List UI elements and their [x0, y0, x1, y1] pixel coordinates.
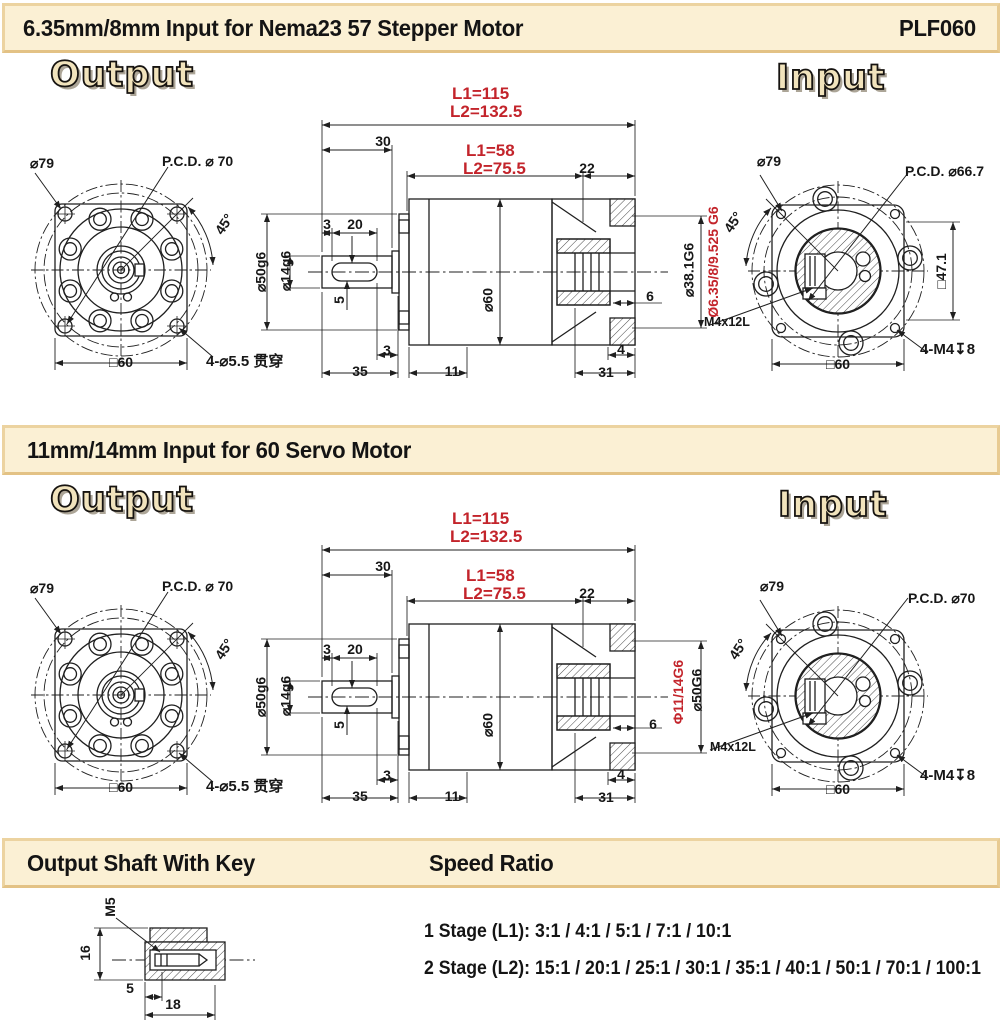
- dim-label: 6: [646, 288, 654, 304]
- dim-label: L1=115: [452, 509, 510, 528]
- dim-label: ⌀79: [30, 155, 55, 171]
- dim-label: M5: [102, 897, 118, 917]
- dim-label: 11: [444, 788, 460, 804]
- dim-label: P.C.D. ⌀ 70: [162, 153, 234, 169]
- dim-label: 6: [649, 716, 657, 732]
- dim-label: P.C.D. ⌀ 70: [162, 578, 234, 594]
- dim-label: ⌀50G6: [688, 668, 705, 712]
- dim-label: 3: [323, 216, 331, 232]
- header-band-stepper: 6.35mm/8mm Input for Nema23 57 Stepper M…: [2, 3, 1000, 53]
- output-title-2: Output: [49, 479, 195, 521]
- dim-label: Ø6.35/8/9.525 G6: [705, 206, 721, 318]
- dim-label: 30: [375, 558, 391, 574]
- output-flange-view-1: [31, 167, 213, 370]
- dim-label: ⌀60: [479, 712, 496, 738]
- input-title-1: Input: [775, 57, 886, 99]
- dim-label: 16: [77, 945, 93, 961]
- dim-label: 11: [444, 363, 460, 379]
- dim-label: 22: [579, 160, 595, 176]
- dim-label: 20: [347, 216, 363, 232]
- dim-label: Φ11/14G6: [670, 659, 686, 725]
- dim-label: 3: [323, 641, 331, 657]
- dim-label: ⌀38.1G6: [680, 242, 697, 298]
- header-right: Speed Ratio: [429, 849, 554, 876]
- dim-label: 4-M4↧8: [920, 767, 976, 784]
- header-band-bottom: Output Shaft With Key Speed Ratio: [2, 838, 1000, 888]
- dim-label: 30: [375, 133, 391, 149]
- dim-label: L1=115: [452, 84, 510, 103]
- dim-label: L2=132.5: [450, 527, 523, 546]
- dim-label: 4: [617, 766, 625, 782]
- dim-label: 4-⌀5.5 贯穿: [206, 353, 284, 370]
- output-title-1: Output: [49, 54, 195, 96]
- input-flange-view-1: [710, 173, 928, 371]
- dim-label: ⌀79: [30, 580, 55, 596]
- dim-label: 5: [331, 296, 347, 304]
- dim-label: 4-M4↧8: [920, 341, 976, 358]
- dim-label: L1=58: [466, 566, 515, 585]
- header-title-2: 11mm/14mm Input for 60 Servo Motor: [27, 436, 412, 463]
- model-code: PLF060: [898, 14, 976, 41]
- dim-label: 4-⌀5.5 贯穿: [206, 778, 284, 795]
- output-flange-view-2: [31, 592, 213, 795]
- dim-label: □60: [108, 779, 134, 795]
- dim-label: 35: [352, 788, 368, 804]
- dim-label: ⌀14g6: [277, 675, 294, 717]
- dim-label: P.C.D. ⌀70: [908, 590, 976, 606]
- dim-label: □60: [825, 356, 851, 372]
- speed-ratio-stage1: 1 Stage (L1): 3:1 / 4:1 / 5:1 / 7:1 / 10…: [424, 921, 732, 942]
- dim-label: ⌀50g6: [252, 251, 269, 293]
- dim-label: 4: [617, 341, 625, 357]
- dim-label: □60: [108, 354, 134, 370]
- dim-label: L1=58: [466, 141, 515, 160]
- dim-label: 35: [352, 363, 368, 379]
- dim-label: 22: [579, 585, 595, 601]
- dim-label: □47.1: [933, 253, 949, 289]
- dim-label: □60: [825, 781, 851, 797]
- dim-label: 31: [598, 364, 614, 380]
- dim-label: M4x12L: [710, 740, 756, 754]
- dim-label: 31: [598, 789, 614, 805]
- dim-label: ⌀79: [760, 578, 785, 594]
- dim-label: 3: [383, 342, 391, 358]
- input-title-2: Input: [777, 484, 888, 526]
- dim-label: L2=75.5: [463, 584, 526, 603]
- header-title: 6.35mm/8mm Input for Nema23 57 Stepper M…: [23, 14, 524, 41]
- dim-label: L2=75.5: [463, 159, 526, 178]
- dim-label: 20: [347, 641, 363, 657]
- speed-ratio-stage2: 2 Stage (L2): 15:1 / 20:1 / 25:1 / 30:1 …: [424, 958, 981, 979]
- dim-label: 5: [331, 721, 347, 729]
- dim-label: ⌀60: [479, 287, 496, 313]
- input-flange-view-2: [710, 598, 928, 796]
- dim-label: 3: [383, 767, 391, 783]
- square47-dimension: [906, 221, 960, 321]
- header-left: Output Shaft With Key: [27, 849, 256, 876]
- header-band-servo: 11mm/14mm Input for 60 Servo Motor: [2, 425, 1000, 475]
- dim-label: 5: [126, 980, 134, 996]
- dim-label: ⌀50g6: [252, 676, 269, 718]
- dim-label: ⌀14g6: [277, 250, 294, 292]
- dim-label: P.C.D. ⌀66.7: [905, 163, 984, 179]
- dim-label: ⌀79: [757, 153, 782, 169]
- dim-label: M4x12L: [704, 315, 750, 329]
- dim-label: 18: [165, 996, 181, 1012]
- dim-label: L2=132.5: [450, 102, 523, 121]
